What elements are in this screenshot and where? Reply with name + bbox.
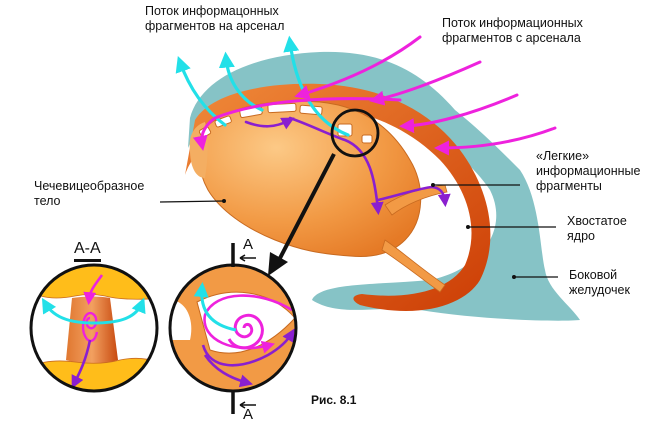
inflow-arrows bbox=[192, 35, 557, 156]
label-line: ядро bbox=[567, 229, 595, 243]
channels bbox=[198, 102, 373, 144]
magnifier-circle-icon bbox=[330, 108, 380, 158]
figure-caption: Рис. 8.1 bbox=[311, 393, 357, 407]
light-fragment-paths bbox=[244, 116, 451, 216]
label-line: Поток информационных bbox=[442, 16, 583, 30]
magnified-inset bbox=[168, 243, 298, 414]
label-line: фрагментов на арсенал bbox=[145, 19, 285, 33]
cross-section-inset bbox=[29, 263, 159, 393]
leader-lines bbox=[159, 184, 558, 278]
label-line: фрагментов с арсенала bbox=[442, 31, 581, 45]
label-lateral-ventricle: Боковой желудочек bbox=[569, 268, 630, 298]
section-marker-top: А bbox=[243, 236, 254, 253]
label-line: Чечевицеобразное bbox=[34, 179, 145, 193]
label-line: Поток информацонных bbox=[145, 4, 279, 18]
caudate-nucleus-shape bbox=[185, 83, 491, 311]
label-line: «Легкие» bbox=[536, 149, 590, 163]
label-caudate-nucleus: Хвостатое ядро bbox=[567, 214, 627, 244]
label-line: фрагменты bbox=[536, 179, 602, 193]
connector-band bbox=[384, 184, 448, 216]
label-line: Хвостатое bbox=[567, 214, 627, 228]
label-flow-from-arsenal: Поток информационных фрагментов с арсена… bbox=[442, 16, 583, 46]
arrow-pointer-head bbox=[268, 252, 288, 276]
label-line: тело bbox=[34, 194, 61, 208]
section-title: А-А bbox=[74, 240, 101, 262]
label-line: Боковой bbox=[569, 268, 618, 282]
label-line: желудочек bbox=[569, 283, 630, 297]
connector-band bbox=[381, 239, 446, 293]
label-lens-body: Чечевицеобразное тело bbox=[34, 179, 144, 209]
section-marker-bottom: А bbox=[243, 406, 254, 423]
leader-dots bbox=[222, 183, 516, 279]
label-line: информационные bbox=[536, 164, 641, 178]
label-flow-to-arsenal: Поток информацонных фрагментов на арсена… bbox=[145, 4, 284, 34]
arrow-pointer-icon bbox=[276, 153, 336, 263]
label-light-fragments: «Легкие» информационные фрагменты bbox=[536, 149, 640, 194]
